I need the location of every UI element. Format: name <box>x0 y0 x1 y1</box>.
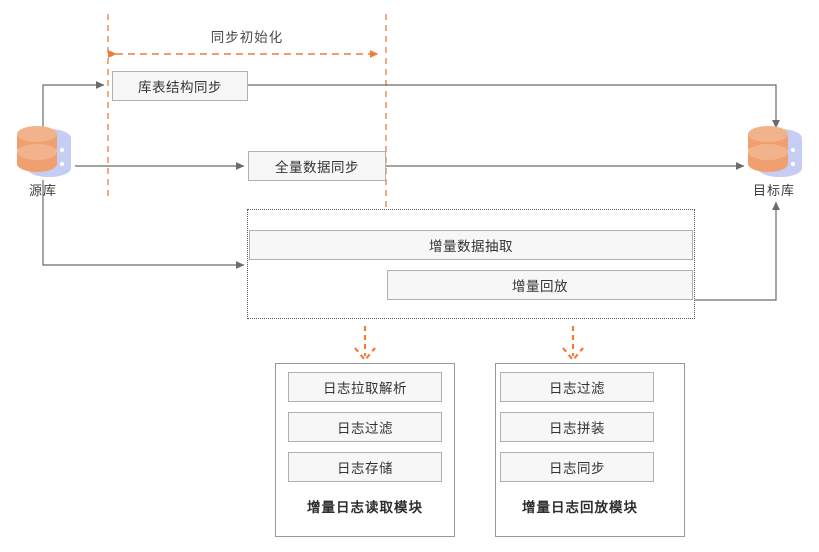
arrow-replay-to-replay-module <box>562 326 584 362</box>
arrow-replay-to-target <box>695 201 780 301</box>
module-item-log-assemble-label: 日志拼装 <box>549 421 605 436</box>
step-schema-sync-label: 库表结构同步 <box>138 80 222 95</box>
phase-title: 同步初始化 <box>210 30 284 45</box>
module-item-log-pull-parse-label: 日志拉取解析 <box>323 381 407 396</box>
module-item-log-filter-2[interactable]: 日志过滤 <box>500 372 654 402</box>
target-db-label: 目标库 <box>752 183 795 198</box>
module-item-log-store-label: 日志存储 <box>337 461 393 476</box>
module-item-log-sync[interactable]: 日志同步 <box>500 452 654 482</box>
step-incremental-replay[interactable]: 增量回放 <box>387 270 693 300</box>
module-item-log-store[interactable]: 日志存储 <box>288 452 442 482</box>
module-item-log-filter-label: 日志过滤 <box>337 421 393 436</box>
incremental-region <box>247 209 695 319</box>
module-item-log-assemble[interactable]: 日志拼装 <box>500 412 654 442</box>
step-full-data-sync-label: 全量数据同步 <box>275 160 359 175</box>
module-log-read-caption: 增量日志读取模块 <box>307 500 423 515</box>
module-item-log-pull-parse[interactable]: 日志拉取解析 <box>288 372 442 402</box>
phase-span-arrow <box>108 50 379 58</box>
step-schema-sync[interactable]: 库表结构同步 <box>112 71 248 101</box>
source-db-label: 源库 <box>28 183 57 198</box>
module-item-log-filter[interactable]: 日志过滤 <box>288 412 442 442</box>
database-icon <box>13 122 73 184</box>
database-icon <box>744 122 804 184</box>
arrow-extract-to-read-module <box>354 326 376 362</box>
module-item-log-filter-2-label: 日志过滤 <box>549 381 605 396</box>
module-item-log-sync-label: 日志同步 <box>549 461 605 476</box>
step-incremental-extract[interactable]: 增量数据抽取 <box>249 230 693 260</box>
step-incremental-extract-label: 增量数据抽取 <box>429 239 513 254</box>
step-full-data-sync[interactable]: 全量数据同步 <box>248 151 386 181</box>
module-log-replay-caption: 增量日志回放模块 <box>522 500 638 515</box>
step-incremental-replay-label: 增量回放 <box>512 279 568 294</box>
arrow-schema-to-target <box>248 84 780 129</box>
